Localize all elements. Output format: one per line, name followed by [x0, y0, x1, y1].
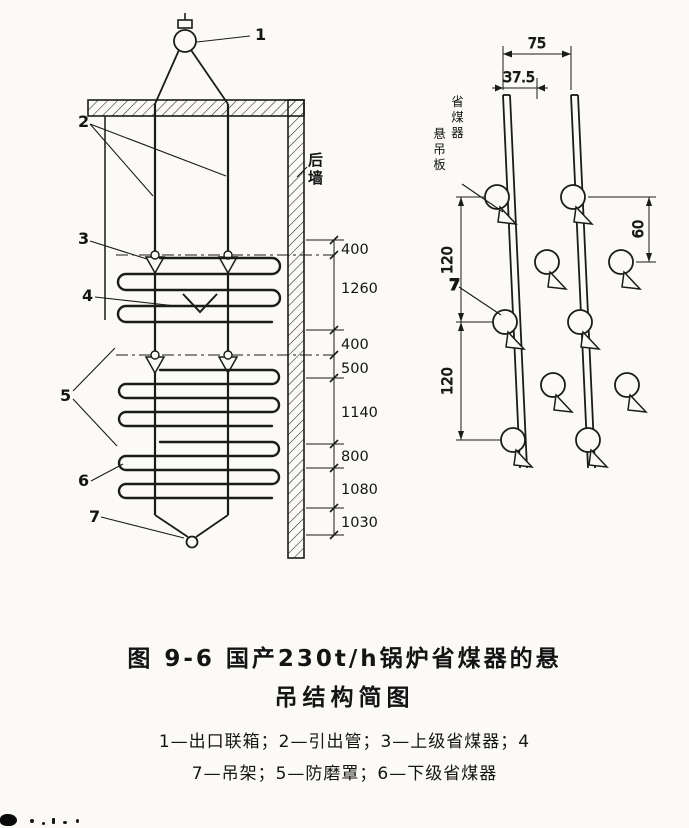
scan-speck [63, 821, 67, 824]
hanging-plate-vertical-label: 悬吊板 [431, 127, 446, 174]
leader-2a [89, 123, 154, 197]
hanger-plate-left [502, 94, 528, 469]
dim-37-5-group [492, 78, 548, 99]
scan-speck [30, 819, 34, 823]
part-label-4: 4 [82, 286, 93, 305]
upper-economizer-coil [116, 256, 282, 324]
technical-drawing: 1 2 3 4 5 6 7 [60, 13, 656, 559]
rear-wall-label: 后墙 [306, 152, 324, 188]
left-view: 1 2 3 4 5 6 7 [60, 13, 378, 559]
dim-120-upper: 120 [440, 246, 456, 274]
right-view: 75 37.5 120 120 [440, 36, 656, 469]
leader-4 [94, 296, 177, 307]
part-label-5: 5 [60, 386, 71, 405]
leader-3 [89, 240, 148, 260]
rod-joint [150, 250, 160, 260]
part-label-3: 3 [78, 229, 89, 248]
dim-37-5: 37.5 [503, 70, 535, 86]
dim-500: 500 [341, 361, 369, 377]
dim-75: 75 [528, 36, 546, 52]
rear-wall [287, 99, 305, 559]
dim-1140: 1140 [341, 405, 378, 421]
rod-joint [223, 350, 233, 360]
dim-60-group [588, 196, 656, 263]
rod-joint [150, 350, 160, 360]
scan-speck [76, 819, 79, 823]
lower-economizer-coil-a [117, 368, 281, 428]
scan-speck [52, 818, 55, 824]
part-label-6: 6 [78, 471, 89, 490]
dim-75-group [502, 46, 572, 90]
leader-1 [196, 35, 251, 43]
bottom-hanger-link [195, 514, 229, 538]
outlet-header [173, 13, 197, 53]
bottom-hanger-pin [185, 535, 199, 549]
leader-plate-label [461, 183, 504, 213]
dim-120-lower: 120 [440, 367, 456, 395]
coil-support-vee [182, 293, 218, 314]
leader-7 [100, 516, 185, 539]
dim-1260: 1260 [341, 281, 378, 297]
figure-caption-line2: 吊结构简图 [274, 685, 415, 711]
leader-5b [72, 398, 118, 447]
figure-legend-line1: 1—出口联箱；2—引出管；3—上级省煤器；4 [158, 732, 531, 752]
dim-60: 60 [631, 220, 647, 238]
figure-legend-line2: 7—吊架；5—防磨罩；6—下级省煤器 [191, 764, 498, 784]
scan-ink-blob [0, 814, 17, 826]
leader-5a [72, 347, 116, 392]
outlet-pipe-right [190, 49, 229, 105]
hanger-plate-right [570, 94, 596, 469]
part-label-7: 7 [89, 507, 100, 526]
top-wall-band [87, 99, 305, 117]
leader-6 [90, 463, 124, 482]
figure-caption-line1: 图 9-6 国产230t/h锅炉省煤器的悬 [127, 646, 562, 672]
economizer-vertical-label: 省煤器 [449, 95, 464, 142]
dim-400-mid: 400 [341, 337, 369, 353]
economizer-tubes [484, 184, 648, 468]
dim-400-top: 400 [341, 242, 369, 258]
outlet-pipe-left [154, 49, 180, 105]
leader-2b [89, 123, 227, 177]
dim-800: 800 [341, 449, 369, 465]
dim-1030: 1030 [341, 515, 378, 531]
lower-economizer-coil-b [117, 440, 281, 500]
dim-120-group [456, 196, 500, 441]
dim-1080: 1080 [341, 482, 378, 498]
part-label-7-detail: 7 [449, 275, 460, 294]
leader-wall [296, 166, 308, 178]
bottom-hanger-link [154, 514, 189, 538]
part-label-2: 2 [78, 112, 89, 131]
leader-7-detail [458, 286, 502, 316]
dimension-ticks [329, 235, 339, 540]
scan-speck [42, 822, 45, 825]
part-label-1: 1 [255, 25, 266, 44]
dimension-chain [306, 235, 344, 540]
